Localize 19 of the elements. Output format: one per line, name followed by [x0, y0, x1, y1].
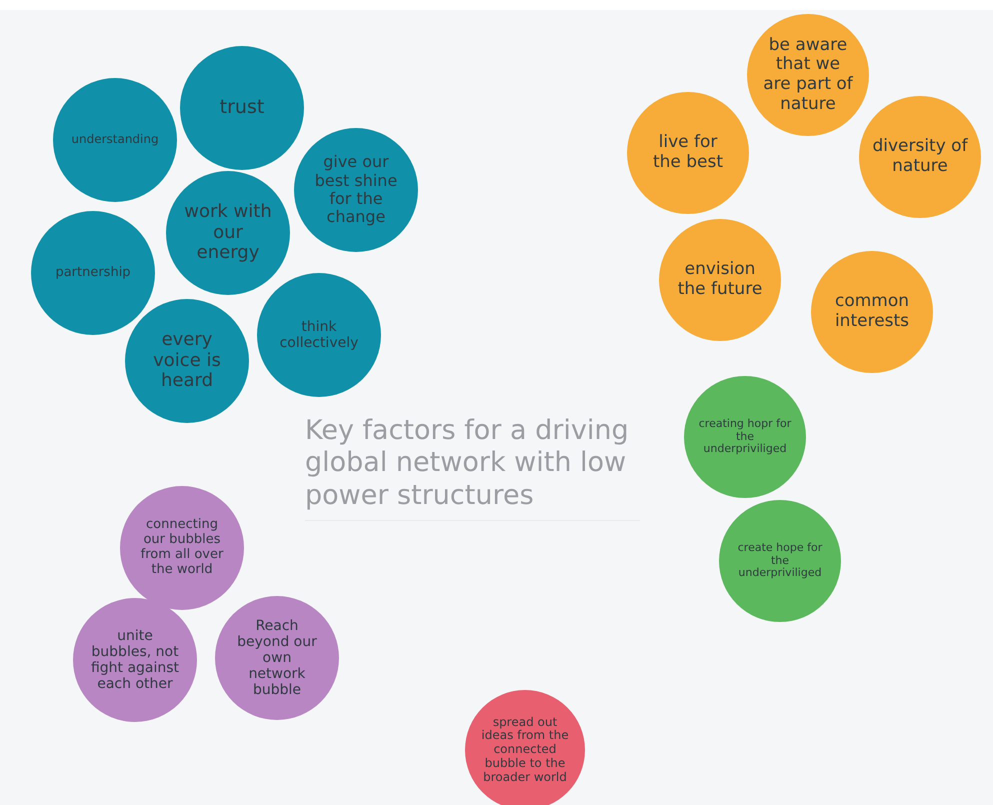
bubble-text: be aware that we are part of nature [762, 36, 854, 114]
bubble-text: envision the future [676, 260, 764, 300]
bubble-text: create hope for the underpriviliged [736, 542, 824, 580]
diagram-title: Key factors for a driving global network with low power structures [305, 415, 640, 522]
bubble-text: creating hopr for the underpriviliged [698, 418, 792, 456]
bubble-text: common interests [834, 292, 910, 332]
bubble-text: understanding [71, 133, 159, 147]
bubble-text: spread out ideas from the connected bubble to the broader world [480, 716, 570, 784]
bubble-text: work with our energy [183, 202, 273, 264]
bubble-text: partnership [55, 266, 131, 280]
bubble-text: unite bubbles, not fight against each other [90, 628, 180, 692]
bubble-text: think collectively [278, 318, 360, 352]
bubble-text: connecting our bubbles from all over the world [140, 518, 224, 578]
bubble-text: diversity of nature [871, 137, 969, 177]
bubble-text: live for the best [652, 133, 724, 173]
bubble-text: give our best shine for the change [314, 153, 398, 227]
bubble-text: every voice is heard [152, 330, 222, 392]
bubble-text: Reach beyond our own network bubble [236, 618, 318, 698]
bubble-text: trust [220, 97, 264, 119]
